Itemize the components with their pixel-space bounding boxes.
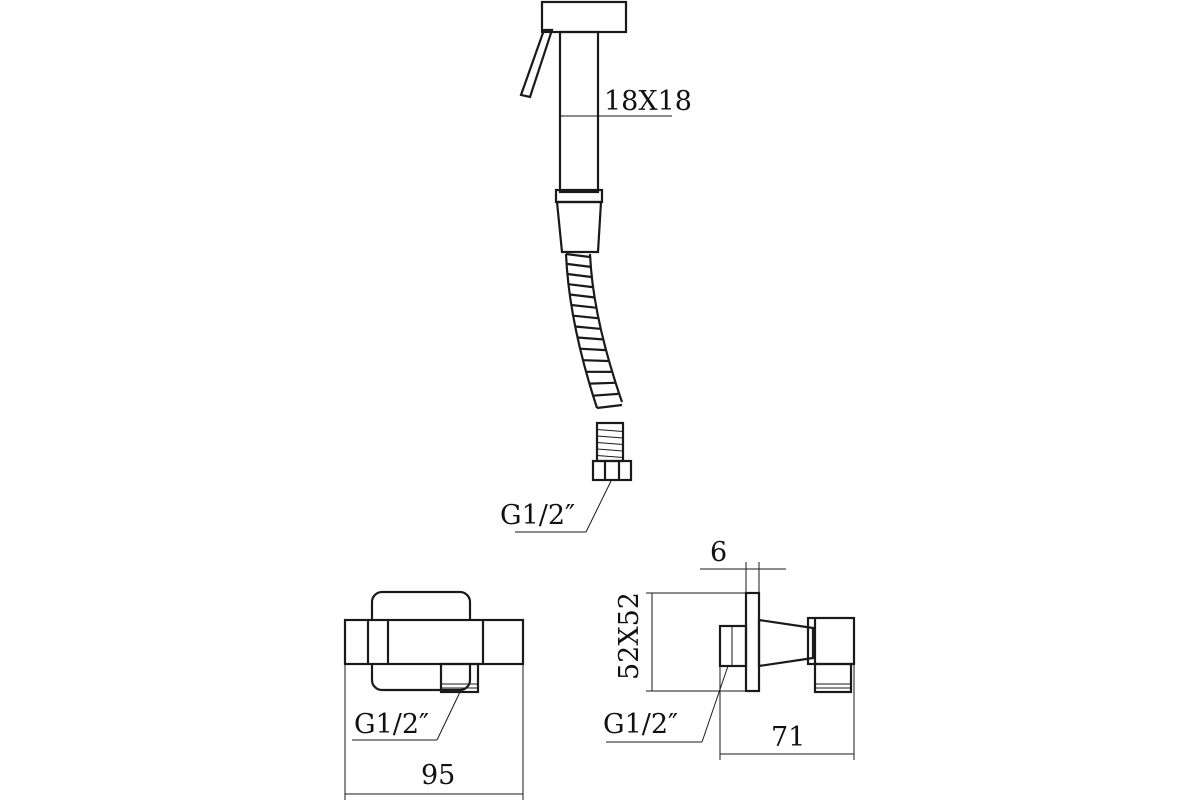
hose-rib [565,252,591,259]
shower-lever [519,28,554,99]
side-neck [757,618,815,668]
hose-rib [569,293,595,299]
front-thread-leader [436,691,461,741]
plate-size-label: 52X52 [614,592,645,680]
hose-rib [593,392,619,397]
hose-end-rib [596,429,624,432]
hose-thread-leader [585,480,612,533]
hose-rib [596,403,623,410]
hose-rib [567,272,592,279]
plate-thickness-label: 6 [710,537,727,568]
wall-outlet-side-view: 6 52X52 71 G1/2″ [603,537,856,760]
hose-rib [582,359,609,363]
side-thread-label: G1/2″ [603,709,678,740]
wall-outlet-front-view: 95 G1/2″ [343,590,525,800]
hose-rib [572,314,598,320]
hose-rib [568,283,593,289]
hose-rib [577,336,603,341]
hand-shower: 18X18 [519,0,692,254]
tube-dimension-label: 18X18 [604,86,692,117]
front-thread-label: G1/2″ [354,709,429,740]
hose-end-rib [596,435,624,439]
shower-tube [558,30,600,194]
hose-end-ribs [596,429,624,458]
hose-rib [571,303,596,309]
hose-end-rib [596,442,624,445]
hose-end-rib [596,448,624,452]
side-thread-leader [701,665,729,743]
hose-hex-nut [591,459,633,482]
hose-end-rib [596,455,624,458]
shower-head-block [540,0,628,34]
hose-right-edge [588,253,624,403]
front-width-label: 95 [421,760,455,791]
hose-rib [574,325,601,330]
hose-ribs [565,252,623,410]
hose-rib [589,381,615,385]
side-depth-label: 71 [771,722,805,753]
side-rear-pipe [718,624,748,668]
front-body [343,618,525,666]
side-thread-stub [813,662,853,694]
hose-thread-label: G1/2″ [500,500,575,531]
side-wall-plate [744,591,761,693]
hose-rib [566,262,591,268]
flexible-hose: G1/2″ [500,252,633,533]
hose-rib [579,347,606,352]
shower-cone [555,200,603,254]
